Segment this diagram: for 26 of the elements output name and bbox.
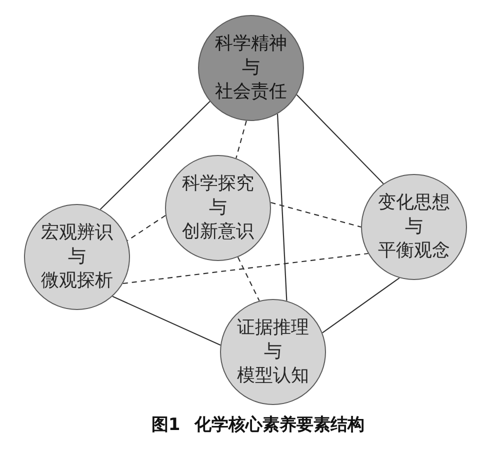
connector-line (296, 94, 384, 184)
circle-label: 创新意识 (182, 220, 254, 244)
circle-label: 与 (68, 245, 86, 269)
circle-label: 模型认知 (237, 364, 309, 388)
circle-label: 证据推理 (237, 316, 309, 340)
circle-label: 与 (242, 56, 260, 80)
circle-label: 平衡观念 (378, 239, 450, 263)
circle-label: 与 (405, 215, 423, 239)
circle-label: 与 (264, 340, 282, 364)
dashed-connector-line (122, 252, 368, 284)
circle-label: 宏观辨识 (41, 221, 113, 245)
circle-label: 变化思想 (378, 191, 450, 215)
dashed-connector-line (127, 214, 166, 242)
circle-label: 微观探析 (41, 269, 113, 293)
connector-line (112, 296, 221, 346)
connector-line (322, 277, 400, 334)
figure-caption: 图1 化学核心素养要素结构 (151, 414, 365, 436)
circle-label: 社会责任 (215, 80, 287, 104)
connector-line (276, 114, 288, 301)
connector-line (100, 101, 210, 210)
circle-label: 科学精神 (215, 32, 287, 56)
dashed-connector-line (237, 256, 260, 302)
dashed-connector-line (236, 120, 247, 158)
circle-label: 与 (209, 196, 227, 220)
circle-label: 科学探究 (182, 172, 254, 196)
dashed-connector-line (270, 202, 362, 228)
